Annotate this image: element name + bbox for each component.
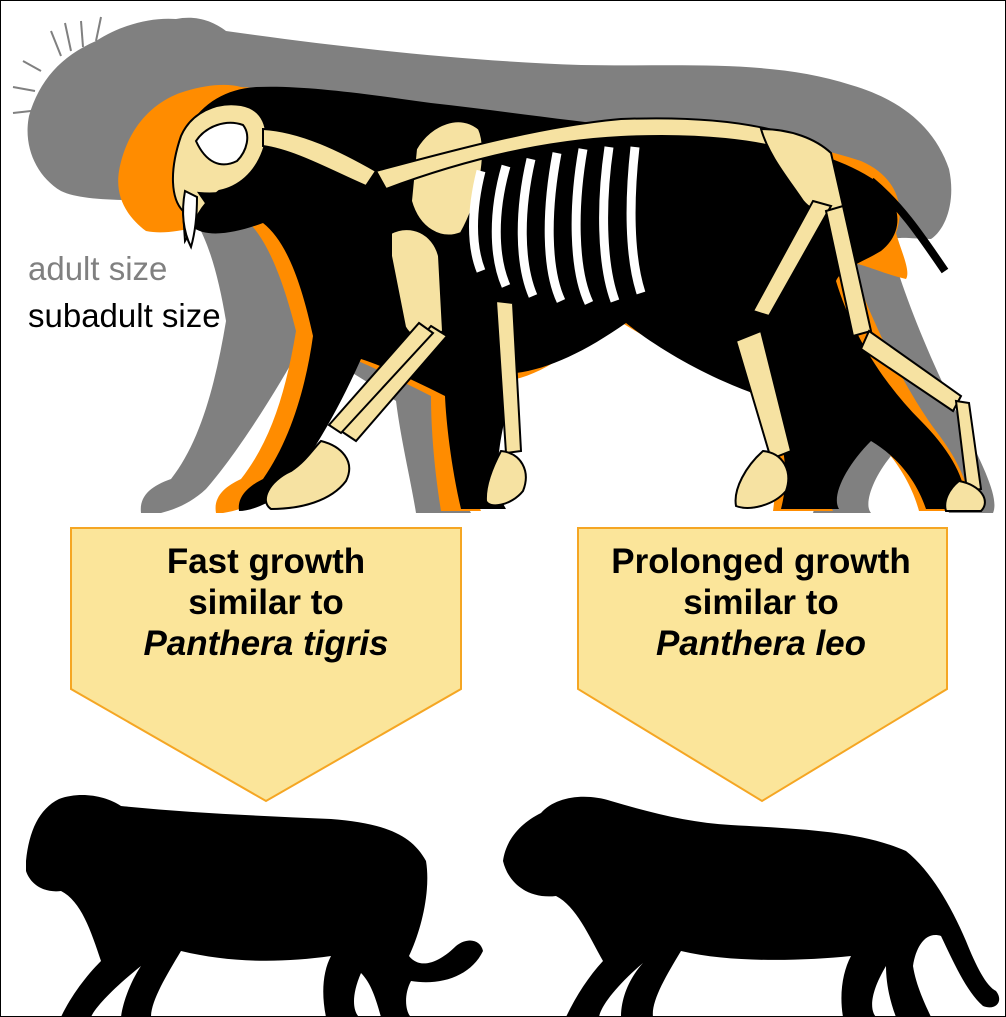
legend-subadult-size: subadult size bbox=[28, 298, 221, 334]
callout-right-line2: similar to bbox=[575, 582, 947, 623]
callout-left-line1: Fast growth bbox=[71, 541, 461, 582]
callout-right-line1: Prolonged growth bbox=[575, 541, 947, 582]
legend-adult-size: adult size bbox=[28, 251, 167, 287]
callout-left-line2: similar to bbox=[71, 582, 461, 623]
lion-silhouette-icon bbox=[503, 797, 999, 1017]
callout-prolonged-growth: Prolonged growth similar to Panthera leo bbox=[575, 541, 947, 664]
callout-left-species: Panthera tigris bbox=[71, 623, 461, 664]
callout-right-species: Panthera leo bbox=[575, 623, 947, 664]
tiger-silhouette-icon bbox=[26, 795, 483, 1017]
callout-fast-growth: Fast growth similar to Panthera tigris bbox=[71, 541, 461, 664]
